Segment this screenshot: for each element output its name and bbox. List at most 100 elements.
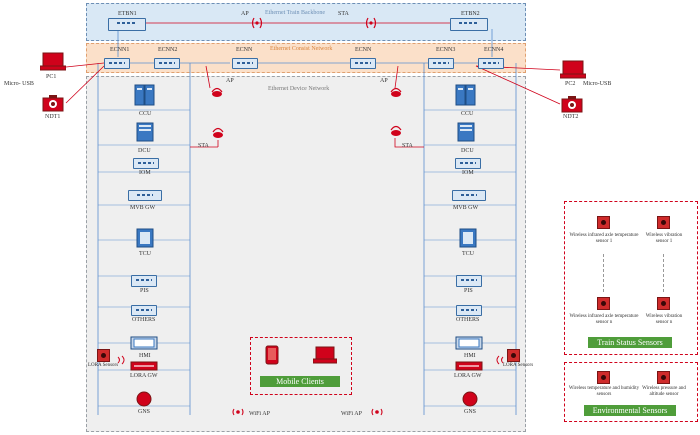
right-device-label: TCU — [462, 251, 474, 257]
etbn1-switch[interactable] — [108, 18, 146, 31]
temp-humidity-sensor-icon[interactable] — [597, 371, 610, 384]
right-device-label: DCU — [461, 148, 474, 154]
ecnn1-switch[interactable] — [104, 58, 130, 69]
right-lora-sensors-label: LORA Sensors — [503, 363, 534, 368]
right-hmi-icon[interactable] — [455, 336, 483, 350]
left-usb-label: Micro- USB — [4, 81, 34, 87]
right-device-label: MVB GW — [453, 205, 479, 211]
pc1-label: PC1 — [46, 74, 57, 80]
right-tcu-icon[interactable] — [459, 228, 477, 248]
axle-temp-sensor-n-label: Wireless infrared axle temperature senso… — [569, 314, 639, 325]
right-device-label: OTHERS — [456, 317, 480, 323]
pressure-altitude-sensor-icon[interactable] — [657, 371, 670, 384]
ecnn3-label: ECNN3 — [436, 47, 456, 53]
axle-temp-sensor-n-icon[interactable] — [597, 297, 610, 310]
etbn2-switch[interactable] — [450, 18, 488, 31]
left-dcu-icon[interactable] — [136, 122, 154, 142]
train-status-label: Train Status Sensors — [588, 337, 672, 348]
mobile-clients-label: Mobile Clients — [260, 376, 340, 387]
environmental-label: Environmental Sensors — [584, 405, 676, 416]
left-device-label: HMI — [139, 353, 151, 359]
left-others-icon[interactable] — [131, 305, 157, 316]
vibration-sensor-1-icon[interactable] — [657, 216, 670, 229]
pc2-icon[interactable] — [560, 60, 586, 80]
right-device-label: PIS — [464, 288, 473, 294]
left-lora-sensors-label: LORA Sensors — [88, 363, 119, 368]
backbone-sta-icon[interactable] — [366, 17, 376, 29]
left-ap-icon[interactable] — [210, 86, 224, 98]
left-pis-icon[interactable] — [131, 275, 157, 287]
train-status-panel — [564, 201, 698, 355]
right-usb-label: Micro-USB — [583, 81, 612, 87]
right-device-label: IOM — [462, 170, 474, 176]
left-device-label: LORA GW — [130, 373, 158, 379]
right-wifi-ap-icon[interactable] — [371, 406, 383, 418]
ndt1-label: NDT1 — [45, 114, 61, 120]
ecnn2-label: ECNN2 — [158, 47, 178, 53]
right-device-label: CCU — [461, 111, 474, 117]
phone-icon[interactable] — [265, 345, 279, 365]
right-lora-sensor-icon[interactable] — [507, 349, 520, 362]
ecnn3-switch[interactable] — [428, 58, 454, 69]
laptop-icon[interactable] — [313, 346, 337, 364]
pc1-icon[interactable] — [40, 52, 66, 72]
ellipsis-divider — [603, 254, 604, 292]
right-device-label: HMI — [464, 353, 476, 359]
left-device-label: PIS — [140, 288, 149, 294]
left-mvbgw-icon[interactable] — [128, 190, 162, 201]
ecnn-mid-right-switch[interactable] — [350, 58, 376, 69]
right-device-label: GNS — [464, 409, 477, 415]
left-wifi-ap-label: WiFi AP — [249, 411, 270, 417]
pc2-label: PC2 — [565, 81, 576, 87]
ndt2-icon[interactable] — [561, 95, 583, 113]
left-gns-icon[interactable] — [136, 391, 152, 407]
right-ap-icon[interactable] — [389, 86, 403, 98]
right-device-label: LORA GW — [454, 373, 482, 379]
ndt2-label: NDT2 — [563, 114, 579, 120]
right-mvbgw-icon[interactable] — [452, 190, 486, 201]
left-device-label: OTHERS — [132, 317, 156, 323]
left-device-label: IOM — [139, 170, 151, 176]
left-wifi-ap-icon[interactable] — [232, 406, 244, 418]
right-loragw-icon[interactable] — [455, 361, 483, 371]
ecnn4-switch[interactable] — [478, 58, 504, 69]
backbone-ap-icon[interactable] — [252, 17, 262, 29]
etbn1-label: ETBN1 — [118, 11, 137, 17]
right-dcu-icon[interactable] — [457, 122, 475, 142]
ecnn-mid-left-switch[interactable] — [232, 58, 258, 69]
right-ccu-icon[interactable] — [455, 84, 477, 106]
etbn2-label: ETBN2 — [461, 11, 480, 17]
right-pis-icon[interactable] — [456, 275, 482, 287]
left-loragw-icon[interactable] — [130, 361, 158, 371]
vibration-sensor-1-label: Wireless vibration sensor 1 — [645, 233, 683, 244]
right-sta-icon[interactable] — [389, 124, 403, 138]
ecnn-mid-left-label: ECNN — [236, 47, 253, 53]
left-device-label: TCU — [139, 251, 151, 257]
left-iom-icon[interactable] — [133, 158, 159, 169]
right-others-icon[interactable] — [456, 305, 482, 316]
left-ccu-icon[interactable] — [134, 84, 156, 106]
left-device-label: GNS — [138, 409, 151, 415]
backbone-ap-label: AP — [241, 11, 249, 17]
right-gns-icon[interactable] — [462, 391, 478, 407]
left-device-label: DCU — [138, 148, 151, 154]
device-title: Ethernet Device Network — [268, 86, 330, 92]
left-sta-icon[interactable] — [211, 126, 225, 140]
backbone-title: Ethernet Train Backbone — [265, 10, 325, 16]
left-device-label: MVB GW — [130, 205, 156, 211]
left-lora-sensor-icon[interactable] — [97, 349, 110, 362]
axle-temp-sensor-1-icon[interactable] — [597, 216, 610, 229]
ecnn1-label: ECNN1 — [110, 47, 130, 53]
vibration-sensor-n-icon[interactable] — [657, 297, 670, 310]
ndt1-icon[interactable] — [42, 94, 64, 112]
right-wifi-ap-label: WiFi AP — [341, 411, 362, 417]
right-iom-icon[interactable] — [455, 158, 481, 169]
pressure-altitude-sensor-label: Wireless pressure and altitude sensor — [642, 386, 686, 397]
axle-temp-sensor-1-label: Wireless infrared axle temperature senso… — [569, 233, 639, 244]
left-hmi-icon[interactable] — [130, 336, 158, 350]
ecnn2-switch[interactable] — [154, 58, 180, 69]
right-sta-label: STA — [402, 143, 413, 149]
backbone-sta-label: STA — [338, 11, 349, 17]
left-tcu-icon[interactable] — [136, 228, 154, 248]
temp-humidity-sensor-label: Wireless temperature and humidity sensor… — [568, 386, 640, 397]
